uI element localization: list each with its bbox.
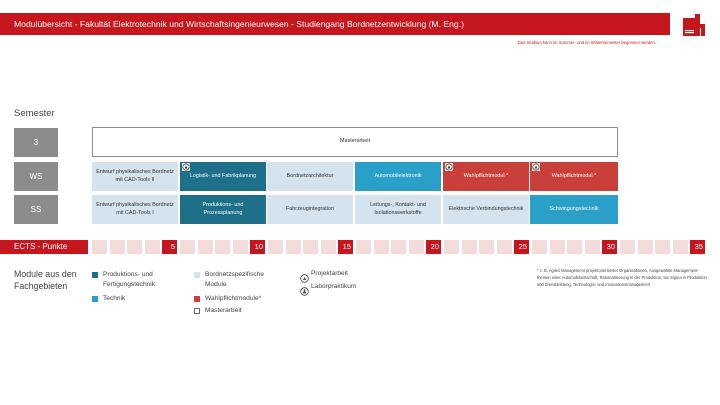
semester-label-ss: SS bbox=[14, 195, 58, 224]
ects-box bbox=[638, 240, 653, 254]
module-ws-cad2[interactable]: Entwurf physikalisches Bordnetz mit CAD-… bbox=[92, 162, 178, 191]
ects-box bbox=[180, 240, 195, 254]
ects-box bbox=[532, 240, 547, 254]
page-title: Modulübersicht - Fakultät Elektrotechnik… bbox=[14, 19, 464, 29]
ects-mark: 5 bbox=[162, 240, 177, 254]
ects-box bbox=[620, 240, 635, 254]
ects-box bbox=[268, 240, 283, 254]
ects-box bbox=[497, 240, 512, 254]
module-ss-verbindungstechnik[interactable]: Elektrische Verbindungstechnik bbox=[443, 195, 529, 224]
ects-box bbox=[286, 240, 301, 254]
module-label: Leitungs-, Kontakt- und Isolationswerkst… bbox=[370, 202, 426, 216]
legend-produktion-line1: Produktions- und bbox=[103, 271, 153, 278]
module-ss-prozessplanung[interactable]: Produktions- und Prozessplanung bbox=[180, 195, 266, 224]
legend-swatch-produktion bbox=[92, 272, 98, 278]
legend-bordnetz: Bordnetzspezifische Module bbox=[205, 270, 264, 290]
module-ss-werkstoffe[interactable]: Leitungs-, Kontakt- und Isolationswerkst… bbox=[355, 195, 441, 224]
ects-box bbox=[321, 240, 336, 254]
ects-box bbox=[303, 240, 318, 254]
project-work-icon bbox=[445, 163, 453, 171]
ects-box bbox=[550, 240, 565, 254]
ects-box bbox=[374, 240, 389, 254]
legend-swatch-technik bbox=[92, 296, 98, 302]
legend-title: Module aus den Fachgebieten bbox=[14, 268, 77, 292]
module-label: Wahlpflichtmodul * bbox=[551, 172, 597, 179]
legend-title-line1: Module aus den bbox=[14, 269, 77, 279]
legend-produktion-line2: Fertigungstechnik bbox=[103, 281, 156, 288]
legend-technik: Technik bbox=[103, 295, 126, 302]
legend-swatch-wahlpflicht bbox=[194, 296, 200, 302]
module-label: Elektrische Verbindungstechnik bbox=[448, 205, 524, 212]
ects-box bbox=[198, 240, 213, 254]
ects-box bbox=[215, 240, 230, 254]
legend-swatch-masterarbeit bbox=[194, 308, 200, 314]
ects-box bbox=[233, 240, 248, 254]
ects-mark: 10 bbox=[250, 240, 265, 254]
module-label: Entwurf physikalisches Bordnetz mit CAD-… bbox=[96, 202, 174, 216]
module-ws-logistik[interactable]: Logistik- und Fabrikplanung bbox=[180, 162, 266, 191]
module-ss-schwingungstechnik[interactable]: Schwingungstechnik bbox=[530, 195, 618, 224]
legend-wahlpflicht: Wahlpflichtmodule* bbox=[205, 295, 262, 302]
project-work-icon bbox=[300, 270, 309, 288]
project-work-icon bbox=[182, 163, 190, 171]
module-ss-fahrzeugintegration[interactable]: Fahrzeugintegration bbox=[267, 195, 353, 224]
semester-heading: Semester bbox=[14, 108, 55, 119]
start-semester-note: Das Studium kann im Sommer- und im Winte… bbox=[517, 40, 656, 45]
ects-mark: 15 bbox=[338, 240, 353, 254]
legend-masterarbeit: Masterarbeit bbox=[205, 307, 242, 314]
module-label: Produktions- und Prozessplanung bbox=[202, 202, 244, 216]
ects-box bbox=[673, 240, 688, 254]
module-label: Wahlpflichtmodul * bbox=[463, 172, 509, 179]
module-label: Bordnetzarchitektur bbox=[286, 172, 334, 179]
ects-box bbox=[356, 240, 371, 254]
ects-box bbox=[391, 240, 406, 254]
legend-laborpraktikum: Laborpraktikum bbox=[311, 283, 357, 290]
legend-bordnetz-line2: Module bbox=[205, 281, 227, 288]
ects-box bbox=[409, 240, 424, 254]
ects-mark: 25 bbox=[514, 240, 529, 254]
page-title-banner: Modulübersicht - Fakultät Elektrotechnik… bbox=[0, 13, 670, 35]
ects-box bbox=[567, 240, 582, 254]
university-logo bbox=[679, 14, 707, 40]
module-ss-cad1[interactable]: Entwurf physikalisches Bordnetz mit CAD-… bbox=[92, 195, 178, 224]
ects-mark: 20 bbox=[426, 240, 441, 254]
module-ws-wahlpflicht-2[interactable]: Wahlpflichtmodul * bbox=[530, 162, 618, 191]
module-masterarbeit[interactable]: Masterarbeit bbox=[92, 127, 618, 157]
legend-title-line2: Fachgebieten bbox=[14, 281, 68, 291]
module-ws-wahlpflicht-1[interactable]: Wahlpflichtmodul * bbox=[443, 162, 529, 191]
module-ws-automobilelektronik[interactable]: Automobilelektronik bbox=[355, 162, 441, 191]
semester-label-3: 3 bbox=[14, 128, 58, 157]
module-label: Automobilelektronik bbox=[374, 172, 422, 179]
ects-box bbox=[110, 240, 125, 254]
module-label: Logistik- und Fabrikplanung bbox=[189, 172, 257, 179]
ects-box bbox=[479, 240, 494, 254]
module-label: Fahrzeugintegration bbox=[286, 205, 334, 212]
module-label: Entwurf physikalisches Bordnetz mit CAD-… bbox=[96, 169, 174, 183]
module-label: Schwingungstechnik bbox=[549, 205, 599, 212]
legend-swatch-bordnetz bbox=[194, 272, 200, 278]
ects-box bbox=[655, 240, 670, 254]
ects-box bbox=[92, 240, 107, 254]
semester-label-ws: WS bbox=[14, 162, 58, 191]
legend-produktion: Produktions- und Fertigungstechnik bbox=[103, 270, 155, 290]
ects-label: ECTS - Punkte bbox=[0, 240, 88, 254]
module-label: Masterarbeit bbox=[340, 138, 370, 145]
ects-box bbox=[145, 240, 160, 254]
module-ws-bordnetzarchitektur[interactable]: Bordnetzarchitektur bbox=[267, 162, 353, 191]
ects-mark: 35 bbox=[690, 240, 705, 254]
ects-box bbox=[585, 240, 600, 254]
ects-box bbox=[462, 240, 477, 254]
footnote-wahlpflicht: * z. B. Agiles Management projektorienti… bbox=[537, 268, 707, 287]
ects-mark: 30 bbox=[602, 240, 617, 254]
ects-box bbox=[127, 240, 142, 254]
ects-box bbox=[444, 240, 459, 254]
lab-practical-icon bbox=[300, 283, 309, 301]
legend-projektarbeit: Projektarbeit bbox=[311, 270, 349, 277]
legend-bordnetz-line1: Bordnetzspezifische bbox=[205, 271, 265, 278]
project-work-icon bbox=[532, 163, 540, 171]
